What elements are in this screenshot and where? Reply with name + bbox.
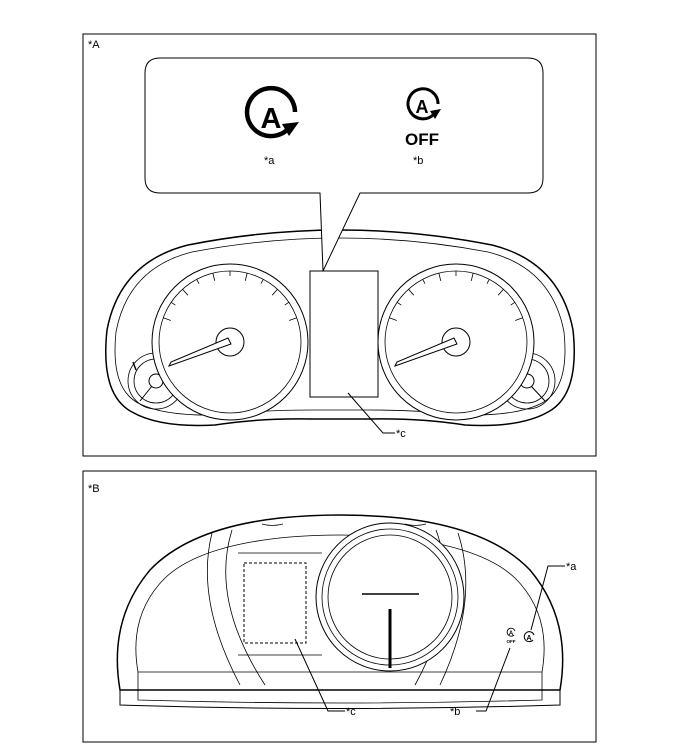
callout-a-label-b: *a xyxy=(566,561,577,573)
callout-a-label: *a xyxy=(264,155,275,167)
svg-text:A: A xyxy=(509,631,514,637)
left-main-gauge xyxy=(151,263,309,421)
panel-a-frame xyxy=(82,33,597,457)
gauge-tick xyxy=(497,288,504,296)
gauge-tick xyxy=(408,288,415,296)
leader-line-a-b xyxy=(530,565,565,631)
auto-off-icon-small: A OFF xyxy=(507,627,516,644)
auto-off-icon-text: OFF xyxy=(405,130,439,149)
leader-line-c-b xyxy=(294,638,345,712)
gauge-tick xyxy=(389,317,397,321)
gauge-tick xyxy=(170,301,176,306)
panel-b-frame xyxy=(82,470,597,743)
panel-a-label: *A xyxy=(88,39,100,51)
gauge-tick xyxy=(470,273,474,281)
center-gauge-b xyxy=(315,522,465,672)
gauge-tick xyxy=(510,301,516,306)
leader-line-b-b xyxy=(476,647,511,712)
gauge-tick xyxy=(284,301,290,306)
callout-c-label-b: *c xyxy=(346,706,356,718)
gauge-tick xyxy=(486,279,490,284)
instrument-cluster-a xyxy=(105,229,575,427)
auto-off-icon: A OFF xyxy=(405,87,441,149)
gauge-tick xyxy=(260,279,264,284)
gauge-tick xyxy=(212,273,216,281)
center-display-b xyxy=(243,562,307,644)
gauge-tick xyxy=(182,288,189,296)
gauge-tick xyxy=(289,317,297,321)
svg-text:A: A xyxy=(526,635,531,642)
gauge-tick xyxy=(163,317,171,321)
callout-c-label-a: *c xyxy=(396,428,406,440)
panel-b-label: *B xyxy=(88,483,100,495)
gauge-tick xyxy=(422,279,426,284)
auto-off-icon-small-text: OFF xyxy=(507,639,516,644)
leader-line-c-a xyxy=(347,392,395,434)
gauge-tick xyxy=(244,273,248,281)
gauge-tick xyxy=(438,273,442,281)
auto-off-icon-letter: A xyxy=(416,97,429,117)
instrument-cluster-b: A OFF A xyxy=(116,514,564,709)
auto-icon-letter: A xyxy=(261,103,282,135)
auto-icon-large: A xyxy=(244,85,299,139)
gauge-tick xyxy=(196,279,200,284)
gauge-tick xyxy=(396,301,402,306)
callout-b-label: *b xyxy=(413,155,423,167)
callout-b-label-b: *b xyxy=(450,706,460,718)
center-display-a xyxy=(309,270,379,398)
callout-bubble: A *a A OFF *b xyxy=(144,57,544,272)
gauge-tick xyxy=(515,317,523,321)
auto-icon-small: A xyxy=(523,631,535,643)
gauge-tick xyxy=(271,288,278,296)
panel-a: *A xyxy=(82,33,597,457)
panel-b: *B xyxy=(82,470,597,743)
right-main-gauge xyxy=(377,263,535,421)
